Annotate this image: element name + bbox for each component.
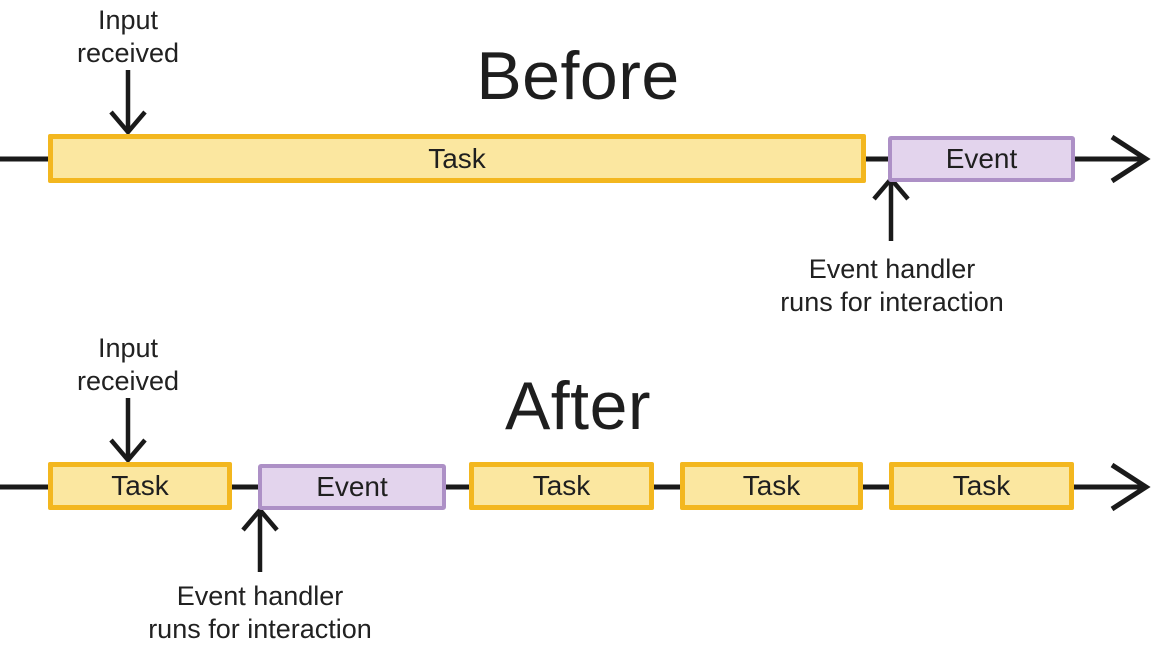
after-input-label-line2: received [76, 366, 180, 396]
after-event-bar-label: Event [316, 471, 388, 502]
before-input-label: Input received [28, 4, 228, 70]
after-title: After [504, 368, 652, 444]
before-handler-label-line2: runs for interaction [780, 287, 1004, 317]
after-handler-label: Event handler runs for interaction [110, 580, 410, 646]
before-event-bar: Event [888, 136, 1075, 182]
before-task-bar-label: Task [428, 142, 486, 174]
after-task-bar-1-label: Task [111, 470, 169, 501]
after-task-bar-4-label: Task [952, 470, 1011, 501]
after-handler-arrow-up-icon [241, 506, 279, 572]
after-task-bar-2: Task [469, 462, 654, 510]
after-task-bar-2-label: Task [532, 470, 591, 501]
after-task-bar-4: Task [889, 462, 1074, 510]
before-handler-label: Event handler runs for interaction [742, 253, 1042, 319]
before-event-bar-label: Event [945, 143, 1018, 174]
after-task-bar-1: Task [48, 462, 232, 510]
after-input-arrow-down-icon [109, 398, 147, 464]
before-task-bar: Task [48, 134, 866, 183]
after-event-bar: Event [258, 464, 446, 510]
before-title: Before [476, 38, 680, 114]
before-input-arrow-down-icon [109, 70, 147, 136]
after-handler-label-line2: runs for interaction [148, 614, 372, 644]
after-task-bar-3: Task [680, 462, 863, 510]
after-input-label-line1: Input [97, 333, 159, 363]
after-input-label: Input received [28, 332, 228, 398]
before-input-label-line2: received [76, 38, 180, 68]
before-handler-label-line1: Event handler [808, 254, 976, 284]
before-input-label-line1: Input [97, 5, 159, 35]
before-handler-arrow-up-icon [872, 175, 910, 241]
after-handler-label-line1: Event handler [176, 581, 344, 611]
after-task-bar-3-label: Task [742, 470, 801, 501]
